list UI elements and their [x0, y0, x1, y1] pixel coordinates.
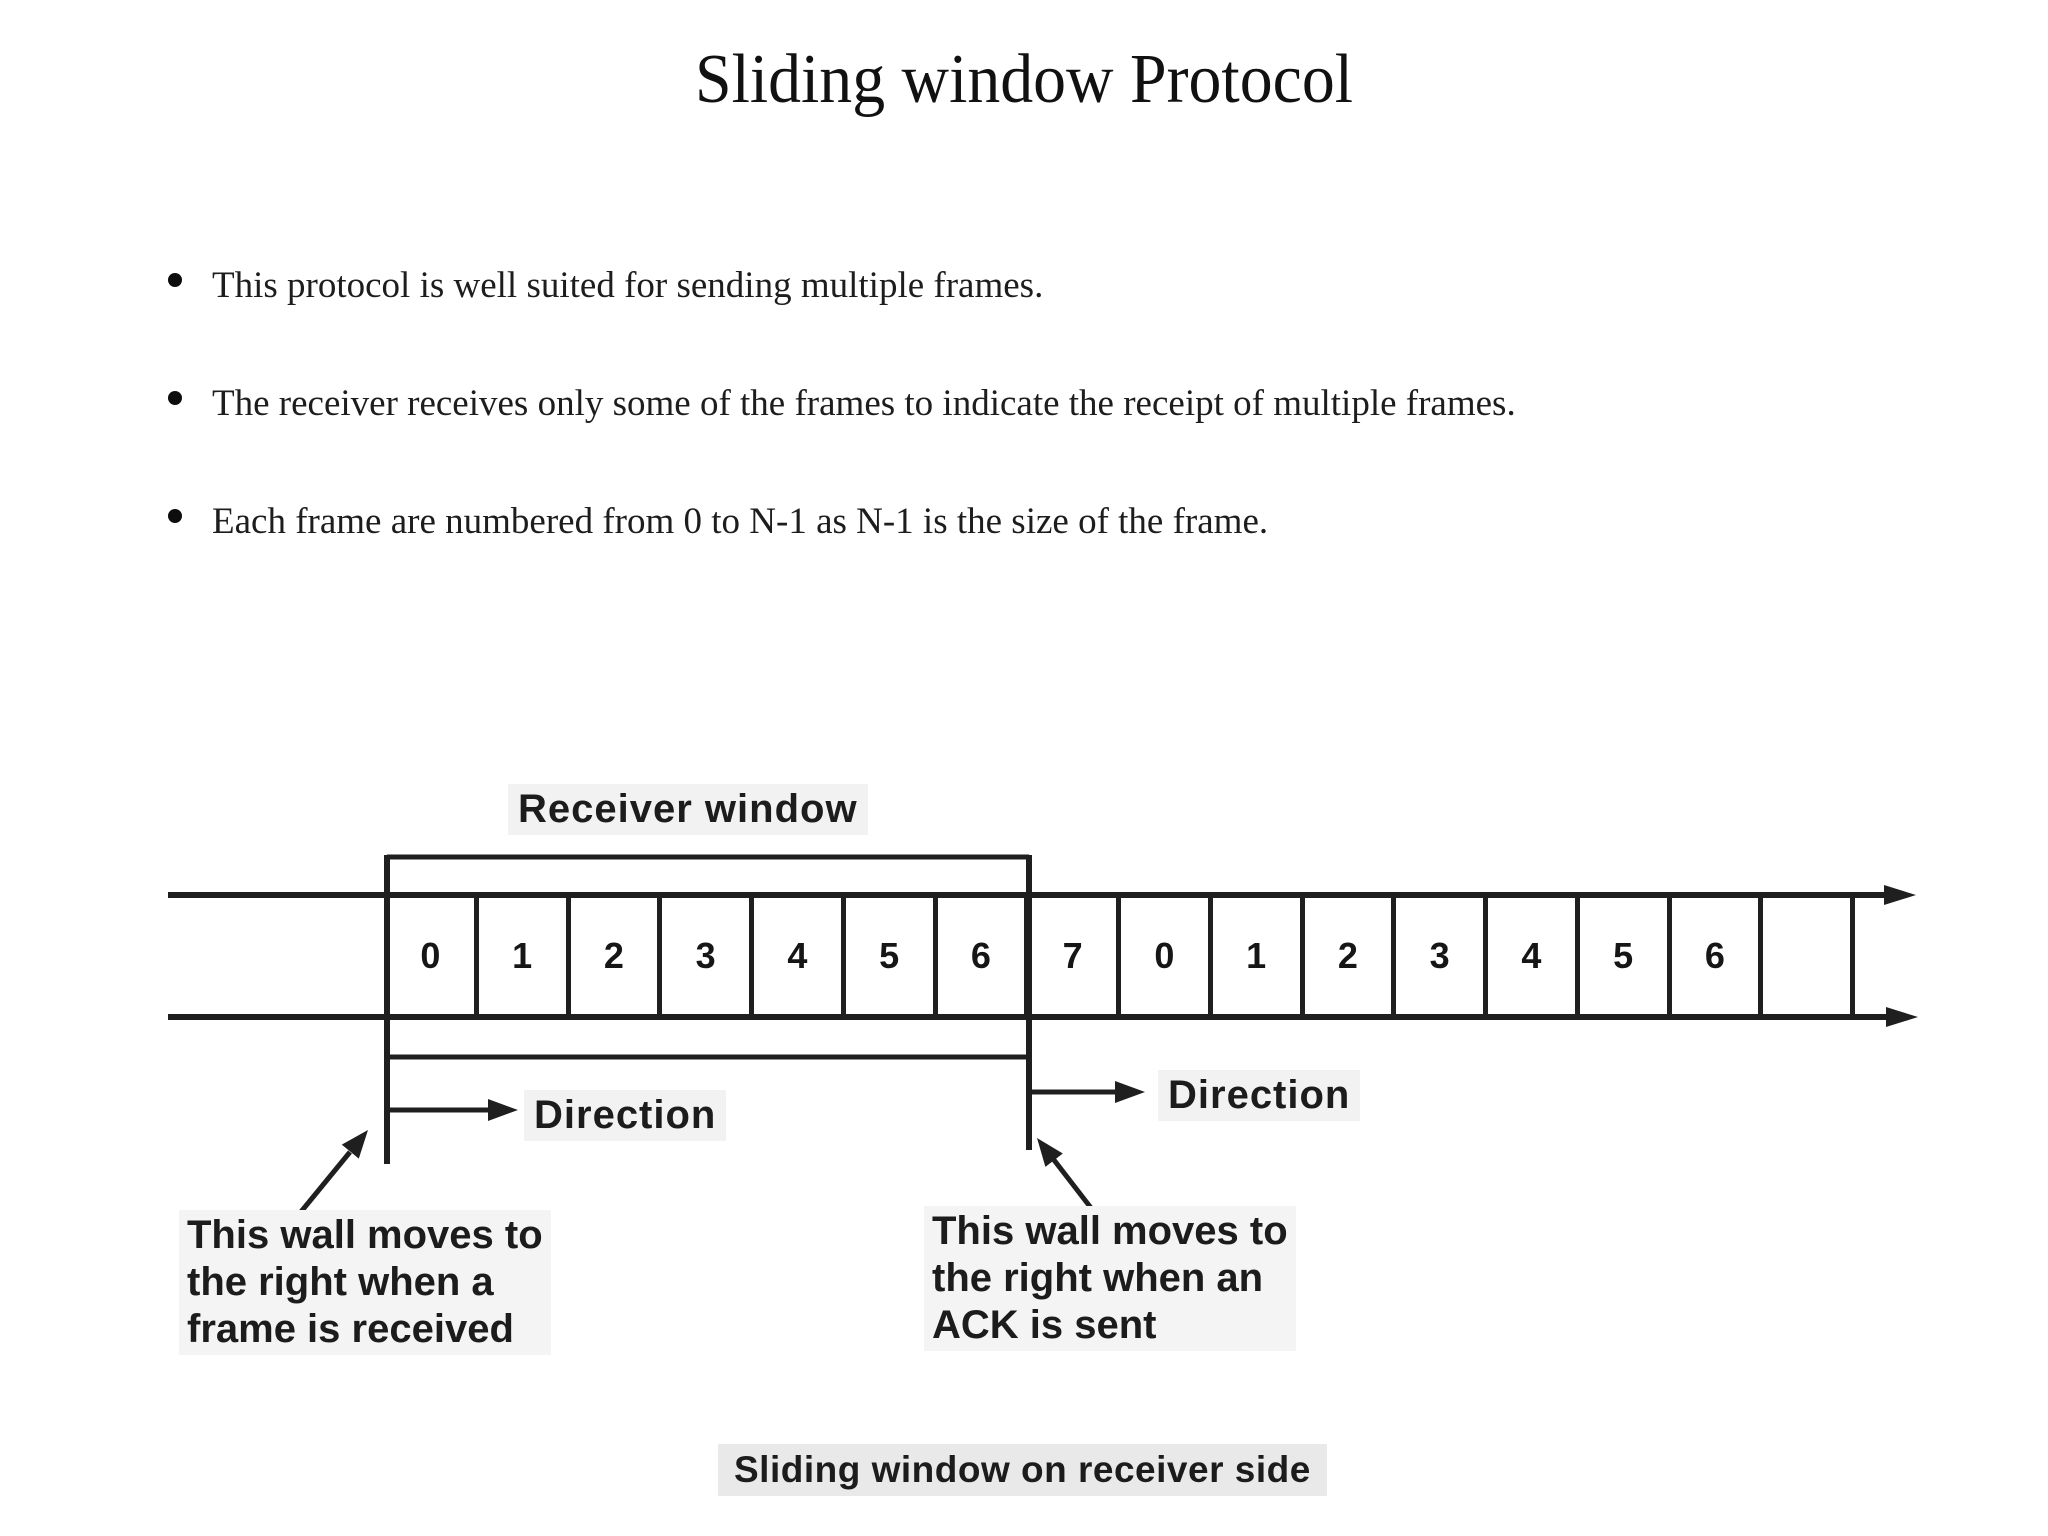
- frame-cell: 0: [387, 895, 479, 1017]
- bullet-text: This protocol is well suited for sending…: [212, 265, 1044, 306]
- frame-cell: 4: [1488, 895, 1580, 1017]
- frame-cell: 1: [1213, 895, 1305, 1017]
- frame-cell: 5: [1580, 895, 1672, 1017]
- frame-sequence: 0 1 2 3 4 5 6 7 0 1 2 3 4 5 6: [387, 895, 1855, 1017]
- frame-cell: 3: [1396, 895, 1488, 1017]
- receiver-window-label: Receiver window: [508, 784, 868, 835]
- bullet-text: The receiver receives only some of the f…: [212, 383, 1516, 424]
- bullet-item: The receiver receives only some of the f…: [168, 380, 1928, 427]
- frame-cell: 2: [1305, 895, 1397, 1017]
- bullet-item: This protocol is well suited for sending…: [168, 262, 1928, 309]
- tape-top-arrowhead-icon: [1884, 885, 1916, 905]
- bullet-icon: [168, 273, 182, 287]
- frame-cell: 0: [1121, 895, 1213, 1017]
- frame-cell: 1: [479, 895, 571, 1017]
- page-title: Sliding window Protocol: [694, 41, 1354, 118]
- direction-left-arrowhead-icon: [488, 1099, 518, 1121]
- direction-right-arrowhead-icon: [1115, 1081, 1145, 1103]
- frame-cell: 6: [938, 895, 1030, 1017]
- direction-left-label: Direction: [524, 1090, 727, 1141]
- frame-cell: 2: [571, 895, 663, 1017]
- direction-right-label: Direction: [1158, 1070, 1361, 1121]
- tape-bottom-arrowhead-icon: [1886, 1007, 1918, 1027]
- frame-cell: 5: [846, 895, 938, 1017]
- frame-cell: 6: [1672, 895, 1764, 1017]
- frame-cell: 7: [1029, 895, 1121, 1017]
- frame-cell: [1763, 895, 1855, 1017]
- bullet-item: Each frame are numbered from 0 to N-1 as…: [168, 498, 1928, 545]
- left-wall-note: This wall moves to the right when a fram…: [179, 1210, 551, 1355]
- bullet-icon: [168, 391, 182, 405]
- bullet-text: Each frame are numbered from 0 to N-1 as…: [212, 501, 1269, 542]
- bullet-list: This protocol is well suited for sending…: [168, 262, 1928, 545]
- frame-cell: 3: [662, 895, 754, 1017]
- right-wall-callout-arrowhead-icon: [1037, 1138, 1063, 1167]
- bullet-icon: [168, 509, 182, 523]
- left-wall-callout-arrowhead-icon: [341, 1130, 368, 1159]
- frame-cell: 4: [754, 895, 846, 1017]
- diagram-caption: Sliding window on receiver side: [718, 1444, 1327, 1496]
- right-wall-note: This wall moves to the right when an ACK…: [924, 1206, 1296, 1351]
